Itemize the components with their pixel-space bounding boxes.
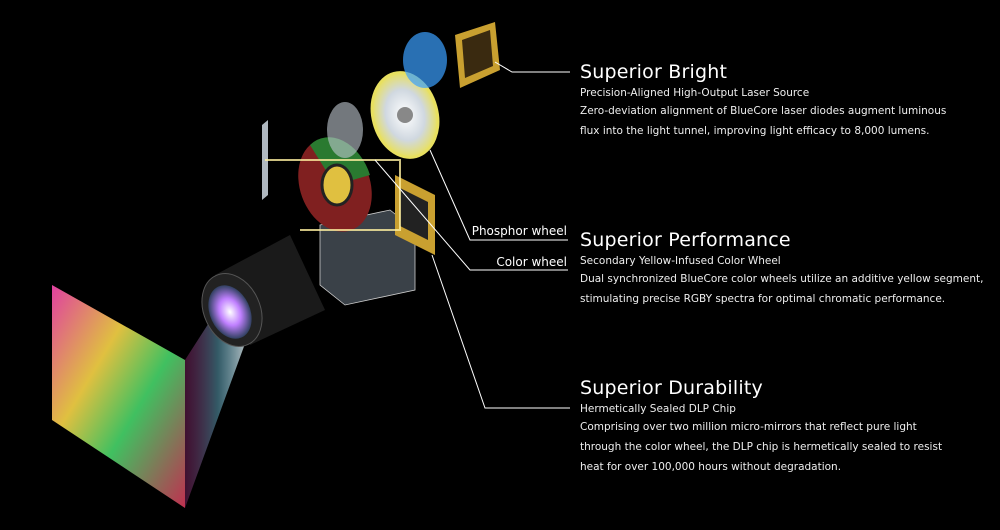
- color-wheel: [298, 137, 372, 232]
- prism: [319, 209, 416, 306]
- feature-title: Superior Bright: [580, 61, 728, 83]
- feature-superior-bright: Superior Bright Precision-Aligned High-O…: [580, 61, 946, 141]
- feature-body-line: heat for over 100,000 hours without degr…: [580, 461, 842, 473]
- condenser-lens: [327, 102, 363, 158]
- feature-body-line: stimulating precise RGBY spectra for opt…: [580, 293, 946, 305]
- feature-body-line: Zero-deviation alignment of BlueCore las…: [580, 105, 947, 117]
- laser-source: [403, 22, 500, 88]
- feature-title: Superior Durability: [580, 377, 763, 399]
- projection-lens: [201, 235, 325, 347]
- feature-body-line: Dual synchronized BlueCore color wheels …: [580, 273, 984, 285]
- feature-body-line: through the color wheel, the DLP chip is…: [580, 441, 943, 453]
- feature-subtitle: Precision-Aligned High-Output Laser Sour…: [580, 87, 810, 99]
- feature-superior-performance: Superior Performance Secondary Yellow-In…: [580, 229, 983, 309]
- feature-subtitle: Secondary Yellow-Infused Color Wheel: [580, 255, 781, 267]
- feature-body-line: flux into the light tunnel, improving li…: [580, 125, 930, 137]
- color-wheel-label: Color wheel: [496, 255, 567, 269]
- phosphor-wheel-label: Phosphor wheel: [471, 224, 567, 238]
- feature-title: Superior Performance: [580, 229, 791, 251]
- projection-screen: [52, 285, 185, 508]
- feature-body-line: Comprising over two million micro-mirror…: [580, 421, 917, 433]
- phosphor-wheel: [370, 71, 440, 159]
- feature-superior-durability: Superior Durability Hermetically Sealed …: [580, 377, 942, 477]
- light-path: [265, 159, 401, 231]
- leader-lines: [374, 61, 570, 409]
- feature-subtitle: Hermetically Sealed DLP Chip: [580, 403, 736, 415]
